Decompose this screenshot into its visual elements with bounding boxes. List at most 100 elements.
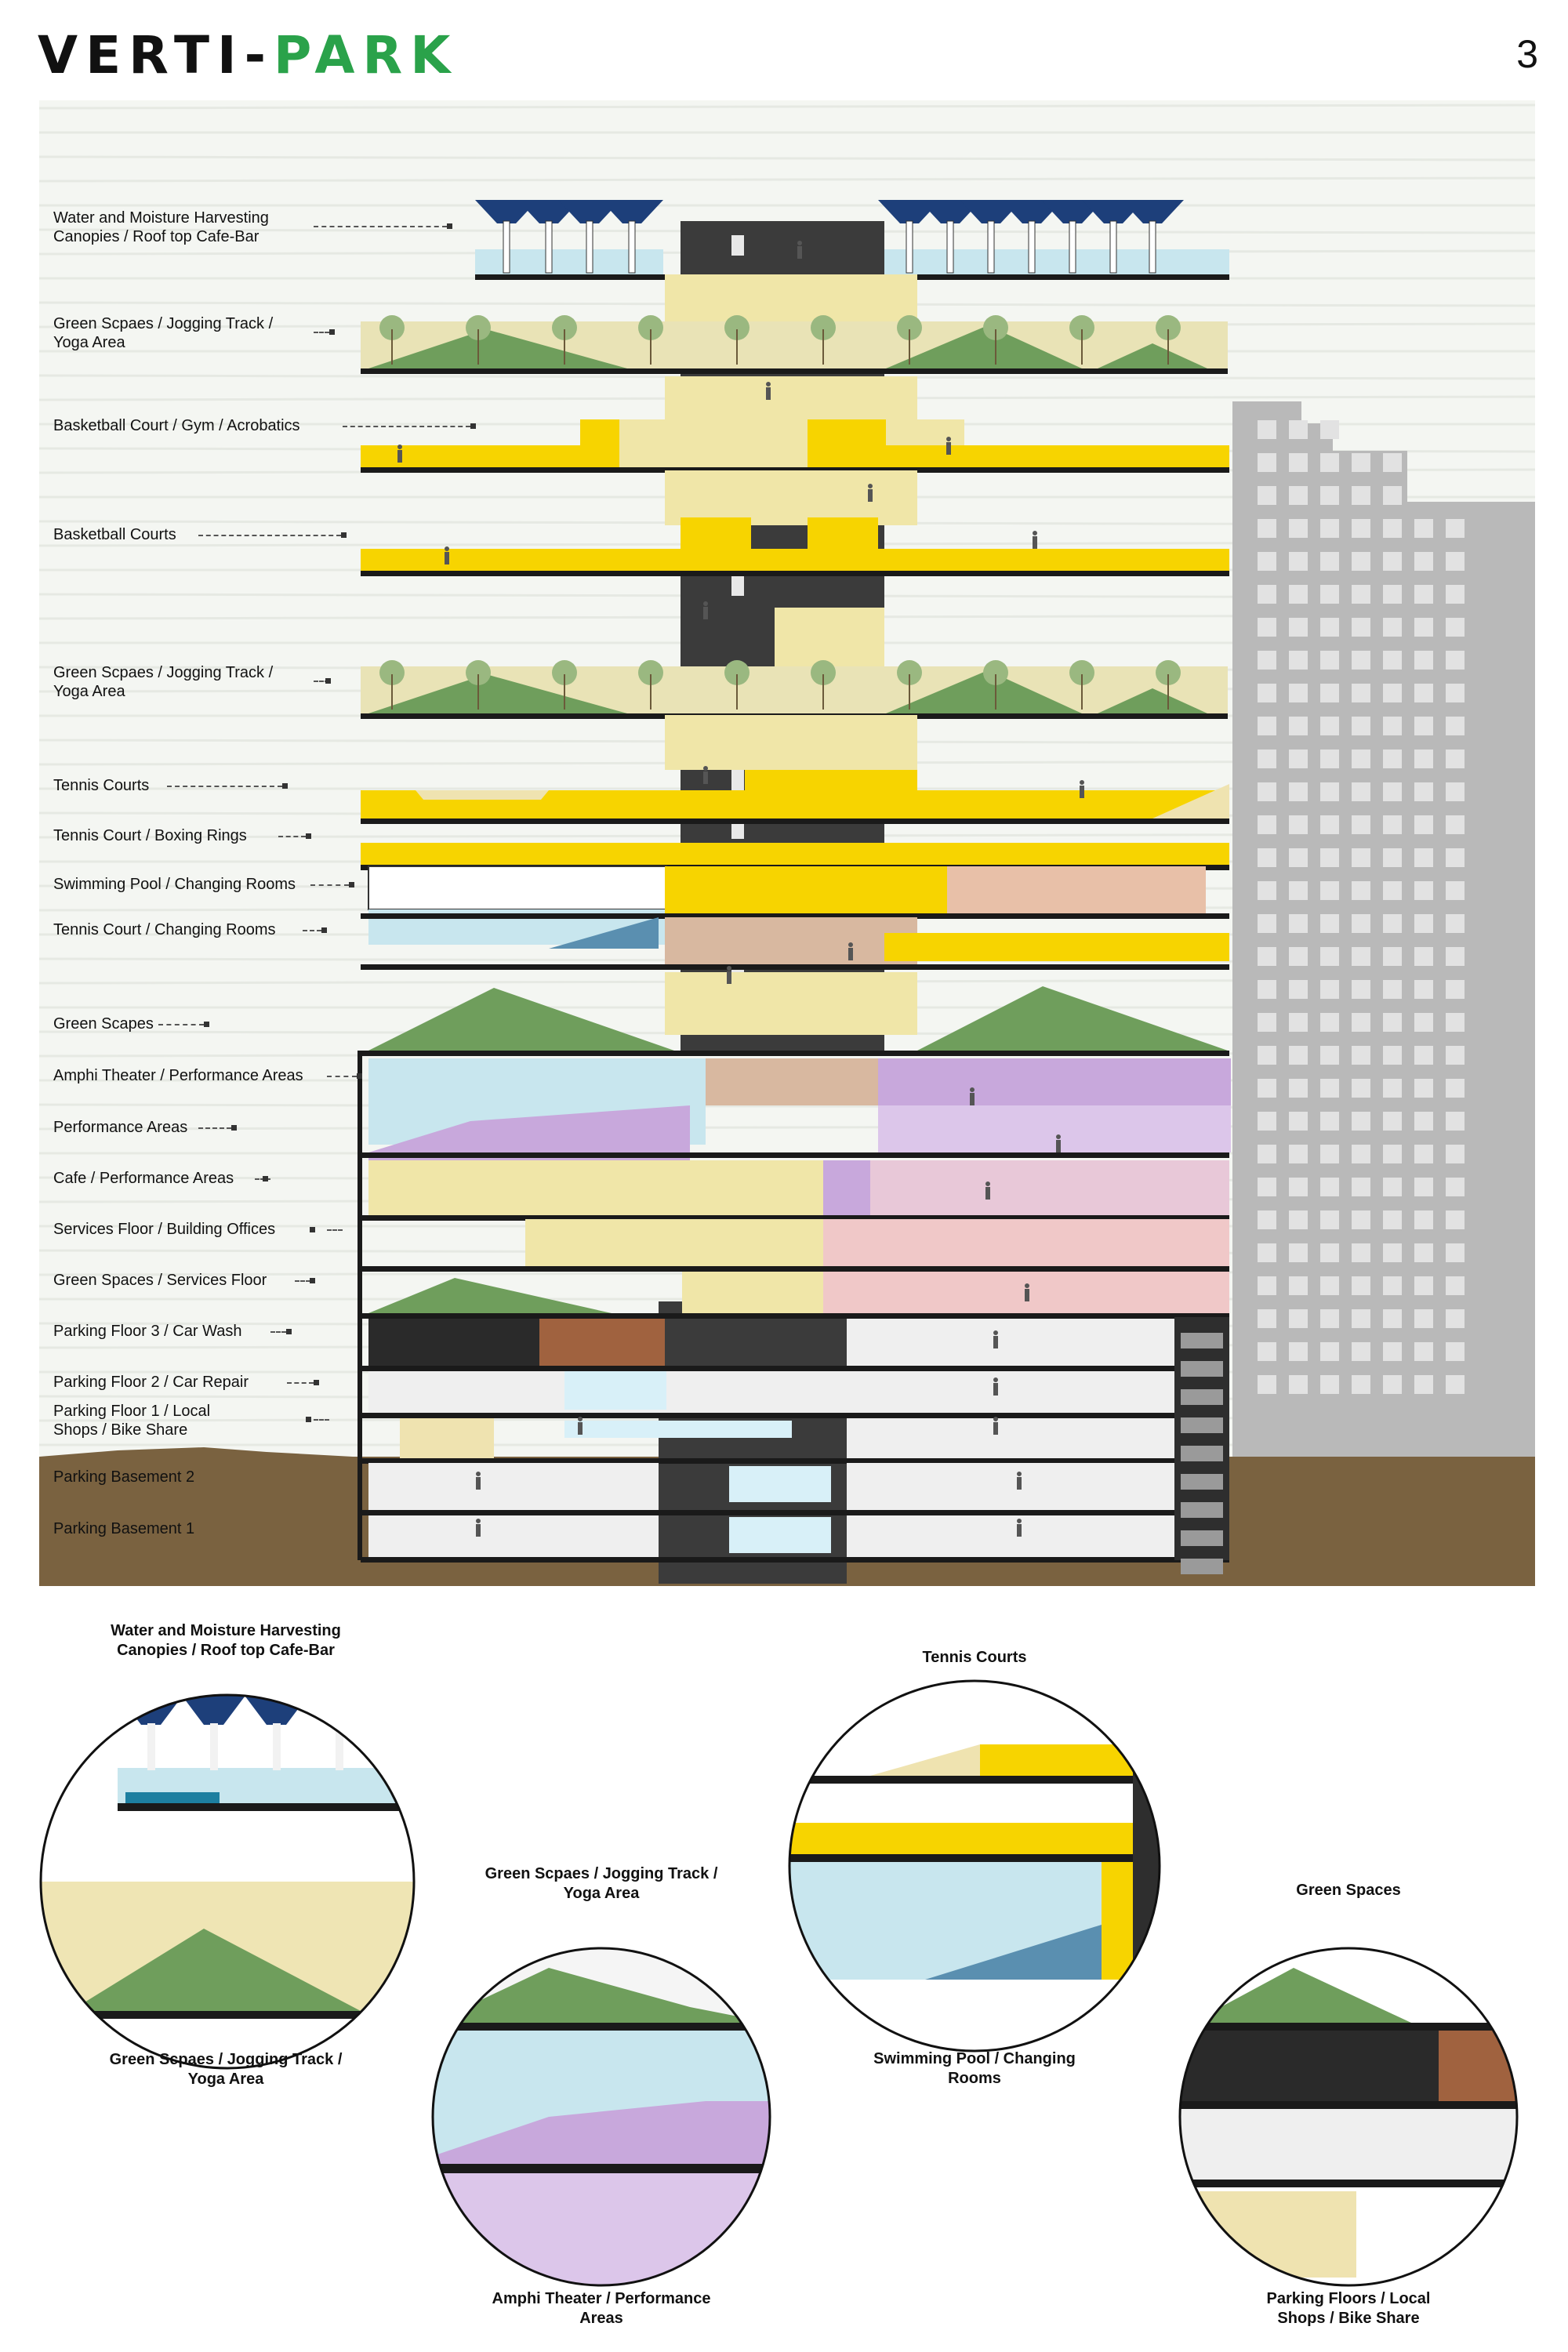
circle-3-top-label: Tennis Courts [922,1649,1027,1666]
section-label-3: Basketball Court / Gym / Acrobatics [53,417,300,434]
canopy-right-6-column [1149,220,1156,274]
parking-slab-2 [361,1413,1229,1418]
neighbor-window [1414,1342,1433,1361]
person-head [727,966,731,971]
green-level-lower-tree [379,660,405,685]
person-figure [727,971,731,984]
neighbor-window [1289,815,1308,834]
c1-hill [71,1929,361,2011]
section-label-4: Basketball Courts [53,526,176,543]
section-label-15: Green Spaces / Services Floor [53,1272,267,1289]
neighbor-window [1289,881,1308,900]
green-level-upper-hill-left [368,329,627,368]
neighbor-window [1289,1046,1308,1065]
canopy-left-2-column [586,220,593,274]
tennis-bleachers-left [416,790,549,800]
person-head [1017,1472,1022,1476]
services-slab-2 [361,1313,1229,1319]
c2-seating [433,2101,770,2164]
neighbor-window [1289,717,1308,735]
tennis-bleachers-right [1152,784,1229,818]
neighbor-window [1289,1112,1308,1131]
person-head [970,1087,975,1092]
c2-hill [433,1968,770,2023]
neighbor-window [1289,1145,1308,1163]
neighbor-window [1320,486,1339,505]
neighbor-window [1383,1276,1402,1295]
neighbor-window [1383,585,1402,604]
tennis-slab [361,818,1229,824]
person-figure [848,948,853,960]
ramp-grille [1181,1446,1223,1461]
neighbor-window [1446,1309,1465,1328]
canopy-right-2-column [987,220,995,274]
neighbor-window [1446,519,1465,538]
person-head [476,1472,481,1476]
neighbor-window [1383,618,1402,637]
neighbor-window [1320,684,1339,702]
cafe-slab [361,1215,1229,1221]
leader-dot-6 [282,783,288,789]
neighbor-window [1320,914,1339,933]
person-head [445,546,449,551]
neighbor-window [1414,684,1433,702]
services-slab-1 [361,1266,1229,1272]
pool-slab [361,913,1229,919]
neighbor-window [1289,1342,1308,1361]
canopy-left-1-column [545,220,553,274]
green-level-lower-hill-left [368,674,627,713]
person-head [868,484,873,488]
circle-2-bottom-label: Amphi Theater / Performance Areas [492,2290,711,2327]
neighbor-window [1446,585,1465,604]
leader-line-3 [343,426,470,427]
neighbor-window [1320,848,1339,867]
ramp-grille [1181,1530,1223,1546]
title-part-1: VERTI- [38,25,274,85]
person-figure [1056,1140,1061,1152]
person-figure [970,1093,975,1105]
leader-dot-1 [447,223,452,229]
person-figure [1025,1289,1029,1301]
neighbor-window [1258,947,1276,966]
neighbor-window [1320,651,1339,670]
neighbor-window [1320,947,1339,966]
neighbor-window [1289,651,1308,670]
green-level-lower-tree [552,660,577,685]
section-label-17: Parking Floor 2 / Car Repair [53,1374,249,1391]
circle-4-top-label: Green Spaces [1296,1882,1401,1899]
neighbor-window [1414,519,1433,538]
green-level-lower-tree [724,660,750,685]
green-level-lower-tree-trunk [1081,674,1083,710]
neighbor-window [1289,519,1308,538]
c1-pool-deep [125,1792,220,1806]
pool-steps [549,917,659,949]
person-figure [445,552,449,564]
person-figure [797,246,802,259]
section-label-6: Tennis Courts [53,777,150,794]
neighbor-window [1446,1243,1465,1262]
person-head [1056,1134,1061,1139]
person-figure [476,1477,481,1490]
leader-dot-10 [204,1022,209,1027]
neighbor-window [1414,1210,1433,1229]
c1-canopy-1 [180,1695,247,1725]
neighbor-window [1383,552,1402,571]
green-level-upper-tree-trunk [650,329,652,365]
ramp-grille [1181,1474,1223,1490]
leader-dot-18 [306,1417,311,1422]
neighbor-window [1383,684,1402,702]
neighbor-window [1320,585,1339,604]
leader-dot-4 [341,532,347,538]
neighbor-window [1383,815,1402,834]
green-level-upper-tree [897,315,922,340]
changing-rooms [947,866,1206,913]
leader-line-16 [270,1331,287,1333]
parking-slab-3 [361,1366,1229,1371]
cafe-purple-post [823,1160,870,1215]
neighbor-window [1383,717,1402,735]
person-figure [766,387,771,400]
neighbor-window [1258,1243,1276,1262]
neighbor-window [1414,585,1433,604]
section-label-8: Swimming Pool / Changing Rooms [53,876,296,893]
c1-canopy-column-0 [147,1723,155,1770]
